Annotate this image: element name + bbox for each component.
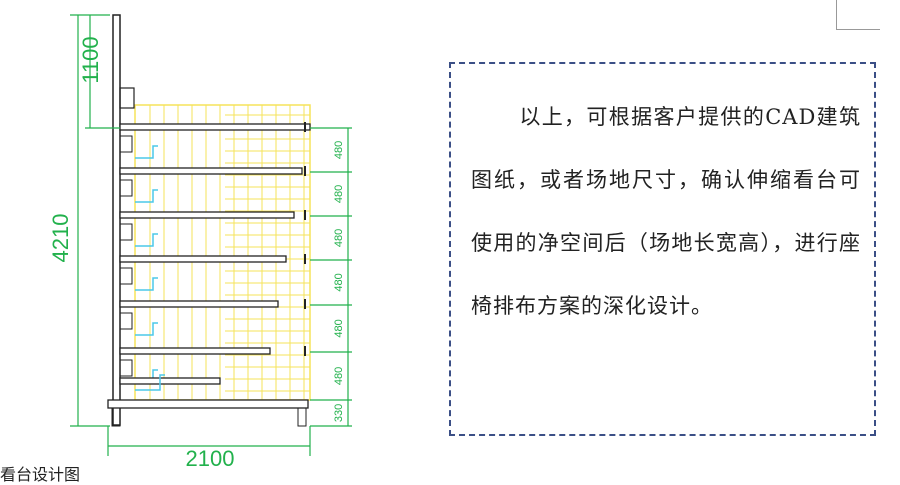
tier-support	[119, 359, 133, 377]
seat-backrest	[135, 322, 158, 336]
base-beam	[107, 399, 309, 409]
dim-step-height-label: 480	[333, 185, 345, 203]
back-post	[112, 14, 121, 426]
dim-step-height-label: 480	[333, 141, 345, 159]
tier-support	[119, 179, 133, 197]
seat-backrest	[135, 277, 158, 291]
cut-off-caption: 看台设计图	[0, 465, 81, 484]
dim-total-height-label: 4210	[48, 214, 73, 263]
seat-backrest	[135, 145, 158, 159]
dim-step-height-label: 480	[333, 229, 345, 247]
dim-step-height-label: 330	[333, 404, 345, 422]
dim-step-height-label: 480	[333, 367, 345, 385]
seat-zone-outline	[134, 104, 311, 401]
dim-step-height-label: 480	[333, 319, 345, 337]
note-body: 以上，可根据客户提供的CAD建筑图纸，或者场地尺寸，确认伸缩看台可使用的净空间后…	[471, 105, 861, 318]
telescopic-bleacher-cad-drawing: 480 480 480 480 480 480 330 4210 1100 2100	[48, 14, 352, 471]
dim-step-height-label: 480	[333, 273, 345, 291]
dim-top-height-label: 1100	[78, 36, 103, 83]
seat-backrest	[135, 233, 158, 247]
tier-deck	[119, 347, 271, 355]
tier-deck	[119, 377, 221, 385]
dimension-lines: 480 480 480 480 480 480 330	[70, 14, 352, 456]
note-box: 以上，可根据客户提供的CAD建筑图纸，或者场地尺寸，确认伸缩看台可使用的净空间后…	[449, 62, 876, 436]
tier-support	[119, 223, 133, 241]
top-bracket	[119, 87, 135, 109]
tier-deck	[119, 123, 311, 131]
note-text: 以上，可根据客户提供的CAD建筑图纸，或者场地尺寸，确认伸缩看台可使用的净空间后…	[471, 86, 861, 338]
tier-support	[119, 267, 133, 285]
page-corner-mark	[836, 0, 880, 30]
seat-backrest	[135, 189, 158, 203]
seat-backrest	[135, 374, 165, 391]
bleacher-structure	[107, 14, 311, 427]
tier-support	[119, 312, 133, 330]
base-leg	[297, 407, 307, 427]
tier-support	[119, 135, 133, 153]
dim-total-width-label: 2100	[186, 446, 235, 471]
base-leg	[111, 407, 121, 427]
seat-rows	[134, 104, 311, 401]
tier-deck	[119, 300, 279, 308]
tier-deck	[119, 211, 295, 219]
tier-deck	[119, 167, 303, 175]
tier-deck	[119, 255, 287, 263]
